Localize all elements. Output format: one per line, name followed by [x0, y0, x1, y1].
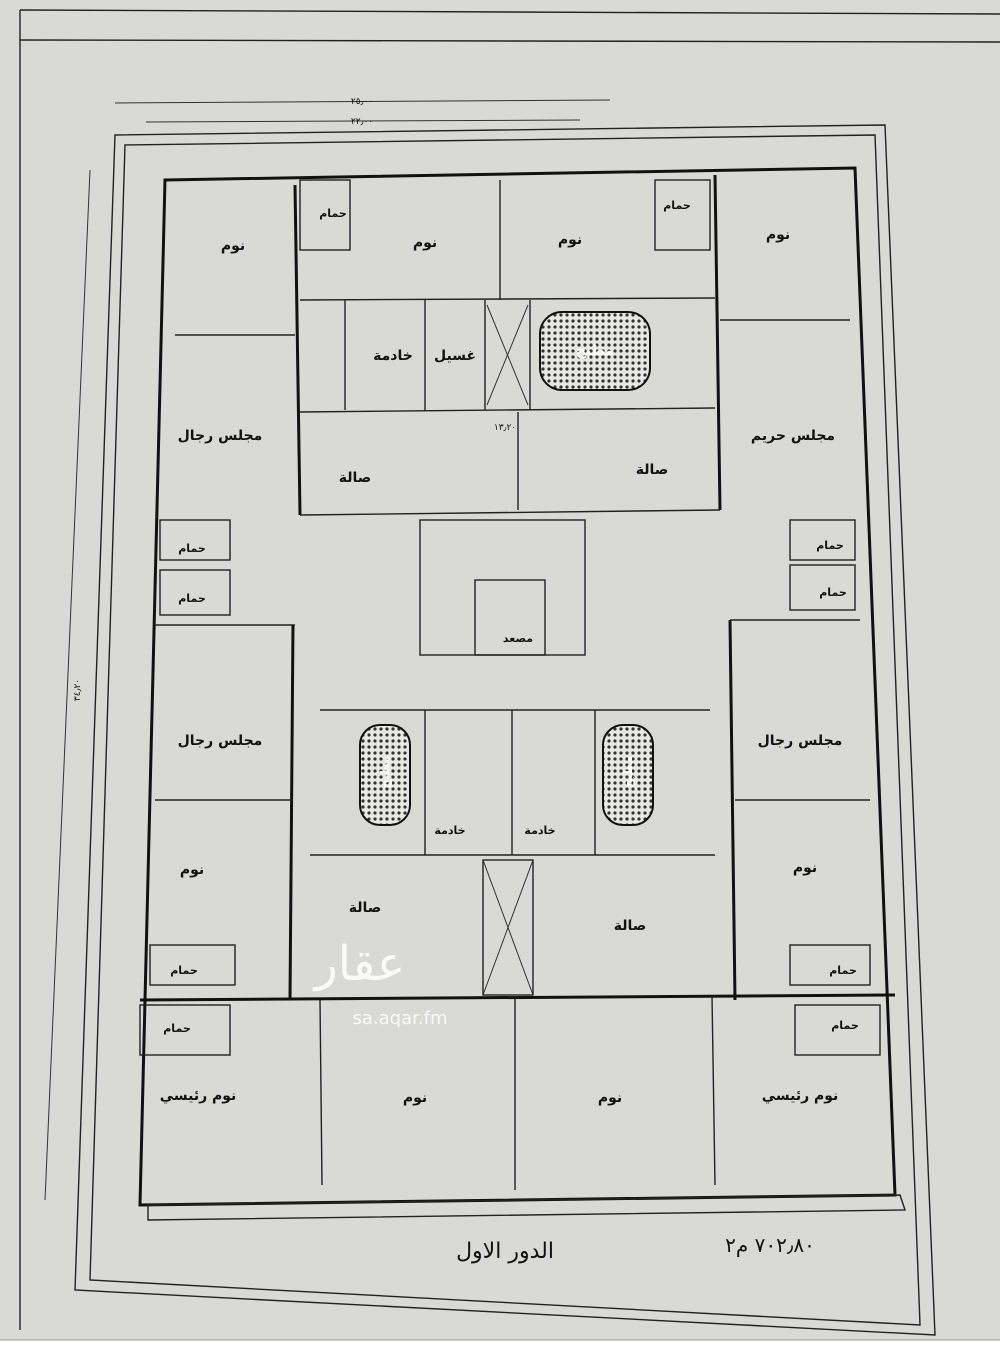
- room-hall: صالة: [614, 918, 647, 934]
- room-maid: خادمة: [524, 824, 555, 837]
- room-men-majlis: مجلس رجال: [178, 428, 263, 444]
- dimension-lines: [44, 99, 611, 1201]
- floor-title: الدور الاول: [456, 1239, 554, 1264]
- room-labels: نوم نوم نوم نوم حمام حمام خادمة غسيل مطب…: [160, 199, 859, 1106]
- room-maid: خادمة: [434, 824, 465, 837]
- room-laundry: غسيل: [434, 348, 476, 364]
- room-bed: نوم: [403, 1090, 427, 1106]
- room-bed: نوم: [221, 238, 245, 254]
- room-bath: حمام: [819, 586, 847, 599]
- walls: [139, 174, 896, 1190]
- room-bath: حمام: [663, 199, 691, 212]
- room-master-bed: نوم رئيسي: [762, 1088, 839, 1104]
- room-bath: حمام: [319, 207, 347, 220]
- room-hall: صالة: [636, 462, 669, 478]
- room-men-majlis: مجلس رجال: [758, 733, 843, 749]
- room-bath: حمام: [178, 592, 206, 605]
- room-bed: نوم: [793, 860, 817, 876]
- kitchen-counter-right: [602, 724, 654, 826]
- room-kitchen: مطبخ: [378, 756, 392, 789]
- dim-hall-width: ١٣٫٢٠: [494, 423, 516, 433]
- room-bed: نوم: [766, 227, 790, 243]
- room-kitchen: مطبخ: [621, 756, 635, 789]
- room-men-majlis: مجلس رجال: [178, 733, 263, 749]
- watermark-site: sa.aqar.fm: [353, 1008, 448, 1029]
- plot-boundary: [74, 124, 936, 1336]
- kitchen-counter-left: [359, 724, 411, 826]
- room-bath: حمام: [816, 539, 844, 552]
- dim-overall-width: ٢٥٫٠٠: [351, 97, 373, 107]
- room-maid: خادمة: [373, 348, 413, 364]
- room-bath: حمام: [178, 542, 206, 555]
- floor-area: ٧٠٢٫٨٠ م٢: [725, 1233, 815, 1257]
- building-outline: [138, 166, 906, 1221]
- dim-overall-depth: ٣٤٫٢٠: [73, 679, 83, 701]
- dim-building-width: ٢٢٫٠٠: [351, 117, 373, 127]
- room-bed: نوم: [598, 1090, 622, 1106]
- room-bath: حمام: [170, 964, 198, 977]
- room-hall: صالة: [349, 900, 382, 916]
- room-bath: حمام: [831, 1019, 859, 1032]
- room-bed: نوم: [413, 235, 437, 251]
- room-women-majlis: مجلس حريم: [751, 428, 835, 444]
- room-bed: نوم: [558, 232, 582, 248]
- room-bed: نوم: [180, 862, 204, 878]
- room-bath: حمام: [829, 964, 857, 977]
- room-kitchen: مطبخ: [576, 343, 614, 359]
- watermark-logo: عقار: [313, 936, 406, 992]
- paper-border-lines: [19, 9, 1000, 1330]
- room-elevator: مصعد: [503, 632, 533, 645]
- room-bath: حمام: [163, 1022, 191, 1035]
- room-master-bed: نوم رئيسي: [160, 1088, 237, 1104]
- kitchen-counter-top: [539, 311, 651, 391]
- room-hall: صالة: [339, 470, 372, 486]
